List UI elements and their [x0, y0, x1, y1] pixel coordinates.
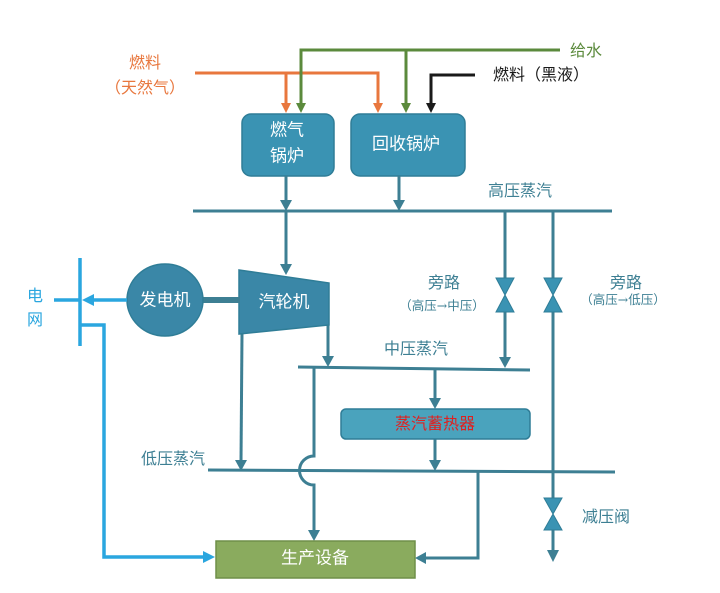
steam-accumulator: [340, 408, 531, 440]
feedwater-label: 给水: [569, 41, 603, 60]
low-pressure-steam-label: 低压蒸汽: [140, 449, 206, 468]
medium-pressure-steam-label: 中压蒸汽: [383, 339, 449, 358]
fuel-gas-arrowheads: [281, 103, 383, 113]
steam-turbine: [238, 269, 330, 335]
electricity-lines: [54, 258, 205, 559]
high-pressure-steam-label: 高压蒸汽: [487, 181, 553, 200]
bypass1-title: 旁路: [427, 273, 461, 292]
gas-boiler: [241, 113, 335, 177]
bypass2-title: 旁路: [609, 273, 643, 292]
bypass-valve-hp-mp[interactable]: [495, 277, 515, 313]
bypass1-desc: （高压→中压）: [399, 297, 485, 313]
fuel-gas-lines: [195, 71, 380, 104]
steam-lines: [193, 176, 616, 560]
turbine-label: 汽轮机: [258, 292, 310, 313]
recovery-boiler-label: 回收锅炉: [372, 134, 440, 155]
bypass-valve-hp-lp[interactable]: [543, 277, 563, 313]
gas-boiler-label-1: 燃气: [270, 120, 304, 141]
gas-boiler-label-2: 锅炉: [270, 146, 304, 167]
bypass2-desc: （高压→低压）: [580, 291, 666, 307]
fuel-gas-sublabel: （天然气）: [104, 78, 186, 97]
accumulator-label: 蒸汽蓄热器: [394, 414, 476, 433]
feedwater-lines: [299, 48, 560, 104]
grid-label-1: 电: [26, 286, 44, 305]
recovery-boiler: [350, 113, 466, 177]
generator-label: 发电机: [139, 290, 191, 311]
black-liquor-label: 燃料（黑液）: [492, 65, 590, 84]
grid-label-2: 网: [26, 310, 44, 329]
reducing-valve-label: 减压阀: [581, 507, 631, 526]
steam-arrowheads: [235, 200, 559, 564]
production-label: 生产设备: [281, 548, 349, 569]
fuel-gas-label: 燃料: [128, 53, 162, 72]
production-equipment: [215, 540, 416, 579]
black-liquor-line: [429, 73, 475, 104]
pressure-reducing-valve[interactable]: [543, 497, 563, 531]
